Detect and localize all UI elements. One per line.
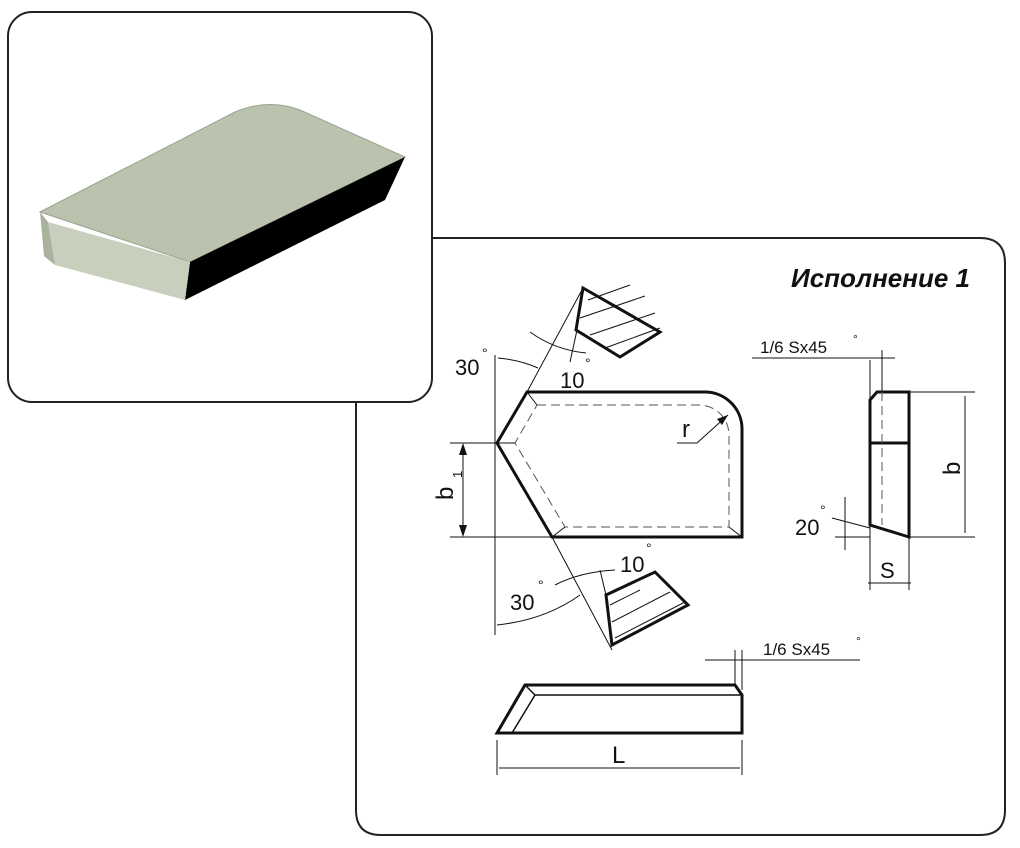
degree-sign: ° [538, 577, 544, 593]
angle-30-bottom-label: 30 [510, 590, 534, 615]
side-view [752, 350, 975, 590]
b1-label: b [432, 487, 459, 500]
degree-sign: ° [856, 634, 861, 648]
degree-sign: ° [646, 540, 652, 556]
degree-sign: ° [853, 332, 858, 346]
b-label: b [939, 462, 966, 475]
angle-30-top-label: 30 [455, 355, 479, 380]
bottom-view [494, 650, 860, 775]
b1-subscript: 1 [450, 471, 465, 478]
degree-sign: ° [482, 345, 488, 361]
angle-10-top-label: 10 [560, 368, 584, 393]
chamfer-side-label: 1/6 Sx45 [760, 338, 827, 357]
insert-3d-model [38, 103, 407, 300]
degree-sign: ° [820, 502, 826, 518]
plan-view [450, 284, 744, 651]
angle-20-label: 20 [795, 515, 819, 540]
chamfer-bottom-label: 1/6 Sx45 [763, 640, 830, 659]
degree-sign: ° [585, 355, 591, 371]
s-label: S [880, 558, 895, 583]
angle-10-bottom-label: 10 [620, 552, 644, 577]
dimension-arrows [459, 415, 728, 537]
title: Исполнение 1 [791, 263, 970, 293]
l-label: L [612, 742, 625, 769]
radius-label: r [682, 416, 690, 443]
